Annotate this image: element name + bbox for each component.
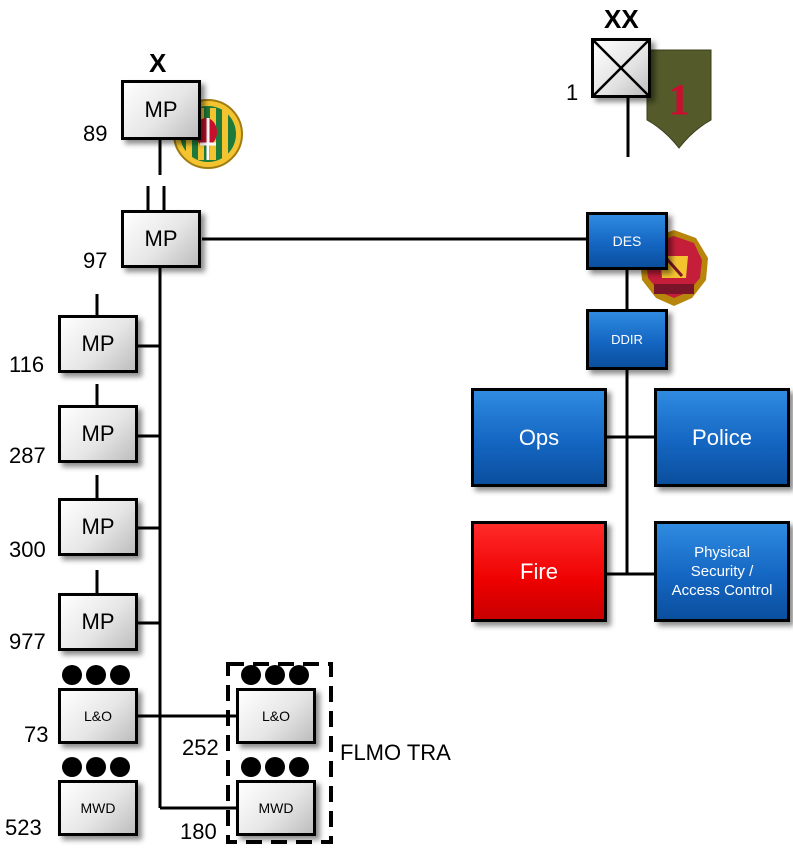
company-label: MP (81, 421, 115, 446)
company-label: MP (81, 331, 115, 356)
division-number: 1 (566, 80, 579, 105)
echelon-dots (62, 665, 130, 685)
company-box[interactable]: MP (58, 498, 138, 556)
svg-text:1: 1 (668, 75, 690, 124)
brigade-unit-label: MP (144, 97, 178, 122)
battalion-unit-label: MP (144, 226, 178, 251)
tra-detachment-number: 180 (180, 819, 217, 844)
brigade-box[interactable]: MP (121, 80, 201, 140)
echelon-dots (62, 757, 130, 777)
police-box[interactable]: Police (654, 388, 790, 487)
echelon-dots (241, 665, 309, 685)
company-number: 287 (9, 443, 46, 468)
company-box[interactable]: MP (58, 593, 138, 651)
des-box[interactable]: DES (586, 212, 668, 270)
division-echelon: XX (604, 4, 639, 34)
tra-detachment-label: L&O (261, 708, 290, 724)
company-box[interactable]: MP (58, 315, 138, 373)
tra-label: FLMO TRA (340, 740, 451, 765)
tra-boundary (226, 662, 333, 844)
company-label: MP (81, 514, 115, 539)
detachment-label: MWD (80, 800, 116, 816)
tra-detachment-number: 252 (182, 735, 219, 760)
police-label: Police (692, 424, 752, 450)
ops-box[interactable]: Ops (471, 388, 607, 487)
division-symbol (591, 38, 651, 98)
echelon-dots (241, 757, 309, 777)
detachment-label: L&O (83, 708, 112, 724)
ddir-box[interactable]: DDIR (586, 309, 668, 370)
tra-detachment-label: MWD (258, 800, 294, 816)
ops-label: Ops (518, 424, 560, 450)
physical-security-label: Physical Security / Access Control (671, 544, 773, 599)
detachment-number: 523 (5, 815, 42, 840)
company-number: 300 (9, 537, 46, 562)
detachment-box[interactable]: L&O (58, 688, 138, 744)
company-label: MP (81, 609, 115, 634)
des-label: DES (612, 233, 642, 249)
fire-box[interactable]: Fire (471, 521, 607, 622)
infantry-cross-icon (593, 40, 649, 96)
ddir-label: DDIR (611, 332, 643, 347)
physical-security-box[interactable]: Physical Security / Access Control (654, 521, 790, 622)
detachment-number: 73 (24, 722, 49, 747)
division-patch-icon: 1 (646, 49, 712, 149)
tra-detachment-box[interactable]: L&O (236, 688, 316, 744)
company-box[interactable]: MP (58, 405, 138, 463)
battalion-box[interactable]: MP (121, 210, 201, 268)
brigade-number: 89 (83, 121, 108, 146)
company-number: 977 (9, 629, 46, 654)
detachment-box[interactable]: MWD (58, 780, 138, 836)
fire-label: Fire (520, 558, 558, 584)
company-number: 116 (9, 352, 45, 377)
tra-detachment-box[interactable]: MWD (236, 780, 316, 836)
brigade-echelon: X (149, 48, 167, 78)
battalion-number: 97 (83, 248, 108, 273)
